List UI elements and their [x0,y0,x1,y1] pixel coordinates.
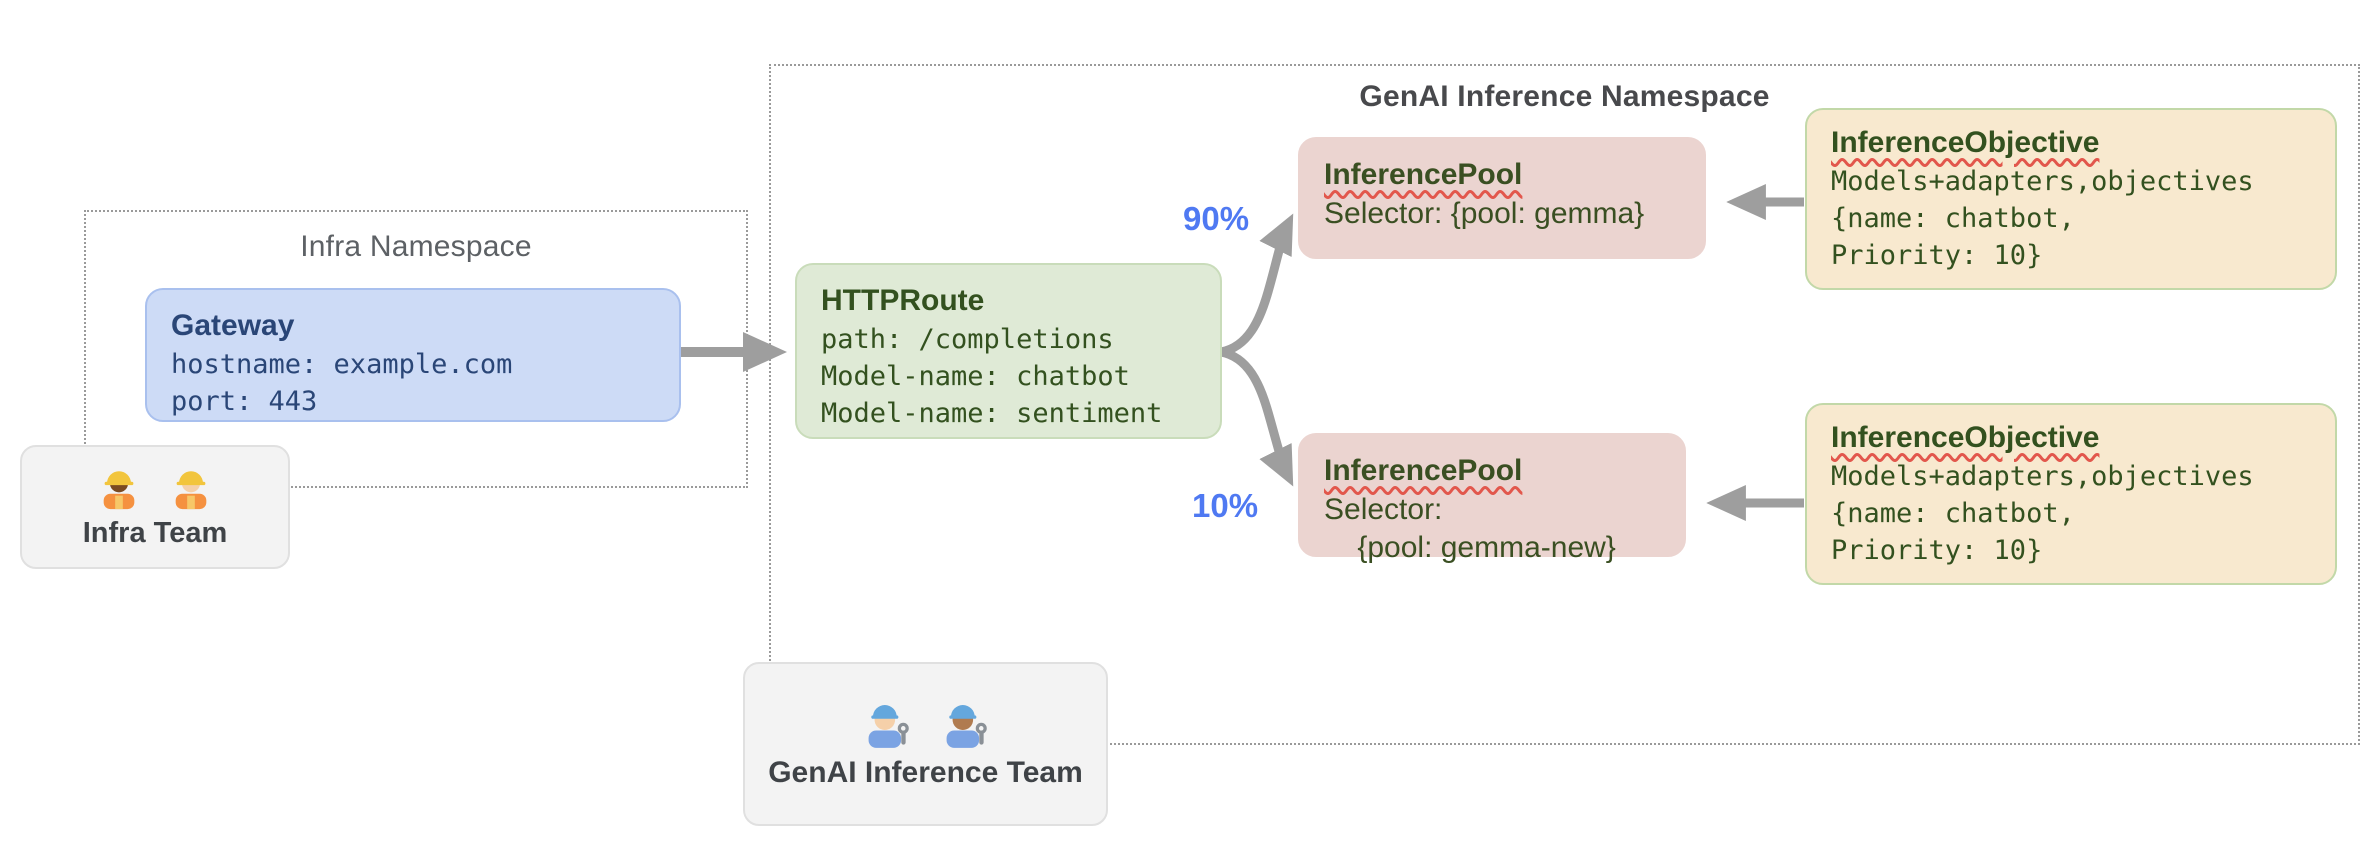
inference-pool-bottom-selector-value: {pool: gemma-new} [1324,531,1616,564]
infra-team-label: Infra Team [82,516,228,549]
gateway-hostname: hostname: example.com [171,349,513,380]
gateway-card: Gateway hostname: example.com port: 443 [145,288,681,422]
inference-objective-top-title-text: InferenceObjective [1831,126,2100,159]
inference-pool-top-title: InferencePool [1324,155,1680,195]
split-percent-bottom: 10% [1192,487,1259,524]
inference-objective-bottom-card: InferenceObjective Models+adapters,objec… [1805,403,2337,585]
genai-team-card: GenAI Inference Team [743,662,1108,826]
inference-objective-bottom-priority: Priority: 10} [1831,535,2043,566]
inference-objective-top-title: InferenceObjective [1831,123,2311,163]
gateway-port: port: 443 [171,386,318,417]
inference-pool-bottom-title: InferencePool [1324,451,1660,491]
construction-worker-icon [103,470,135,509]
inference-pool-top-title-text: InferencePool [1324,158,1523,191]
split-percent-top: 90% [1183,200,1250,237]
infra-team-icons [96,465,214,511]
mechanic-icon [946,705,987,748]
inference-objective-bottom-models: Models+adapters,objectives [1831,461,2254,492]
inference-objective-bottom-name: {name: chatbot, [1831,498,2075,529]
genai-namespace-rect [769,64,2360,745]
httproute-card: HTTPRoute path: /completions Model-name:… [795,263,1222,439]
httproute-path: path: /completions [821,324,1114,355]
construction-worker-icon [175,470,207,509]
httproute-model-sentiment: Model-name: sentiment [821,398,1163,429]
inference-objective-top-name: {name: chatbot, [1831,203,2075,234]
inference-objective-top-card: InferenceObjective Models+adapters,objec… [1805,108,2337,290]
inference-pool-bottom-card: InferencePool Selector: {pool: gemma-new… [1298,433,1686,564]
inference-pool-top-card: InferencePool Selector: {pool: gemma} [1298,137,1706,259]
genai-team-label: GenAI Inference Team [768,756,1083,789]
infra-namespace-label: Infra Namespace [300,230,532,263]
inference-pool-top-selector: Selector: {pool: gemma} [1324,197,1645,230]
inference-objective-top-priority: Priority: 10} [1831,240,2043,271]
mechanic-icon [868,705,909,748]
httproute-model-chatbot: Model-name: chatbot [821,361,1130,392]
inference-objective-bottom-title-text: InferenceObjective [1831,421,2100,454]
inference-objective-bottom-title: InferenceObjective [1831,418,2311,458]
httproute-title: HTTPRoute [821,284,985,317]
genai-namespace-label: GenAI Inference Namespace [1359,80,1770,113]
gateway-title: Gateway [171,309,295,342]
inference-pool-bottom-selector: Selector: [1324,493,1443,526]
infra-team-card: Infra Team [20,445,290,569]
inference-objective-top-models: Models+adapters,objectives [1831,166,2254,197]
inference-pool-bottom-title-text: InferencePool [1324,454,1523,487]
genai-team-icons [861,698,991,750]
